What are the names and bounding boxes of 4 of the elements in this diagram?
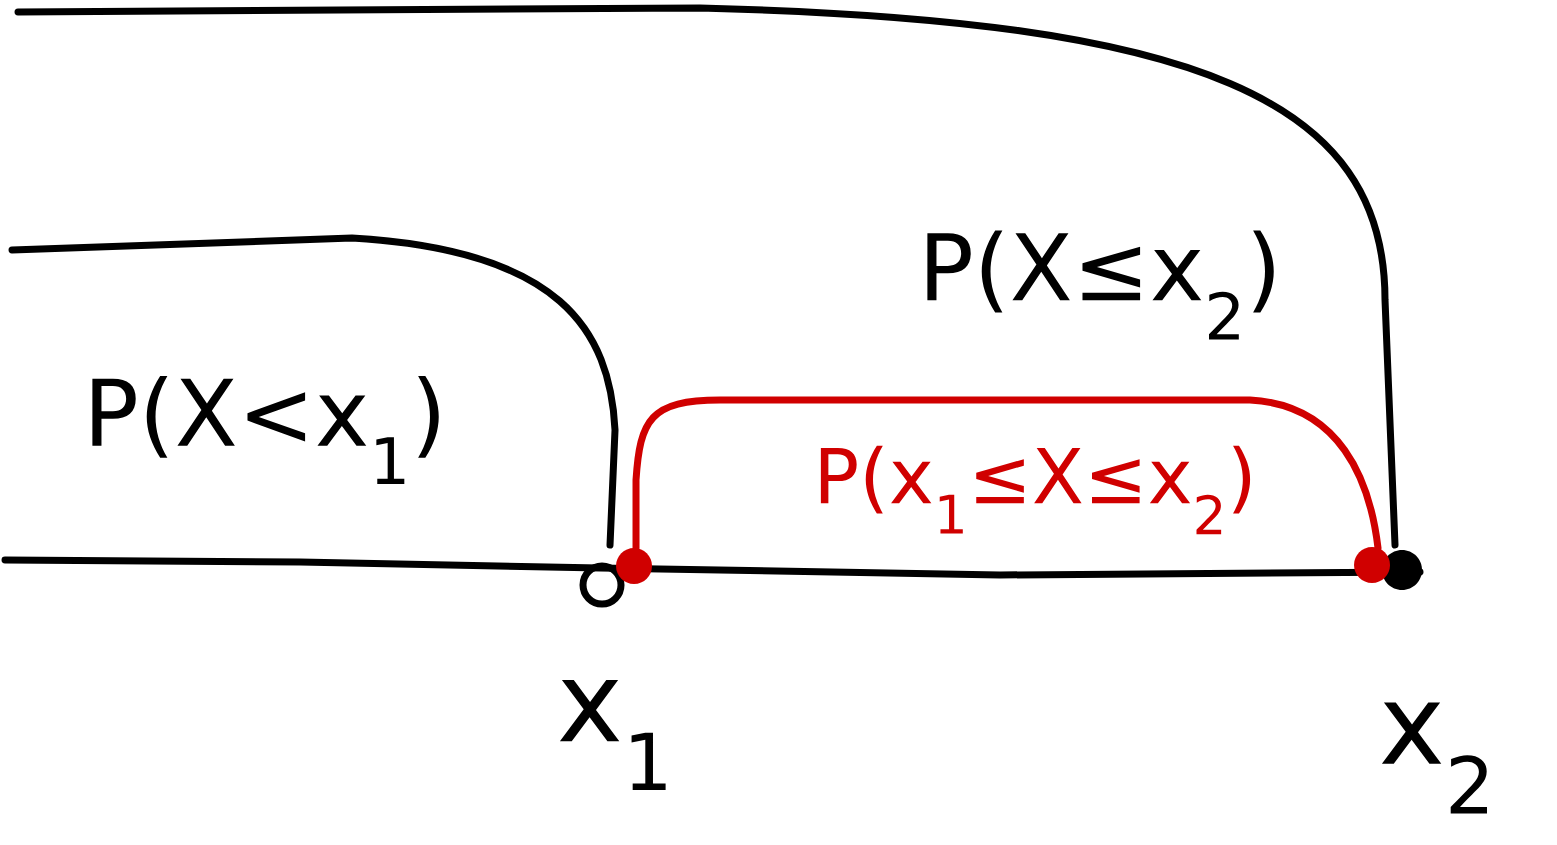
axis-label: x$_{2}$ — [1381, 702, 1487, 814]
bracket-region: P(X<x$_{1}$) — [8, 234, 619, 549]
axis-label: x$_{1}$ — [559, 680, 666, 790]
bracket-region: P(x$_{1}$≤X≤x$_{2}$) — [632, 396, 1382, 552]
